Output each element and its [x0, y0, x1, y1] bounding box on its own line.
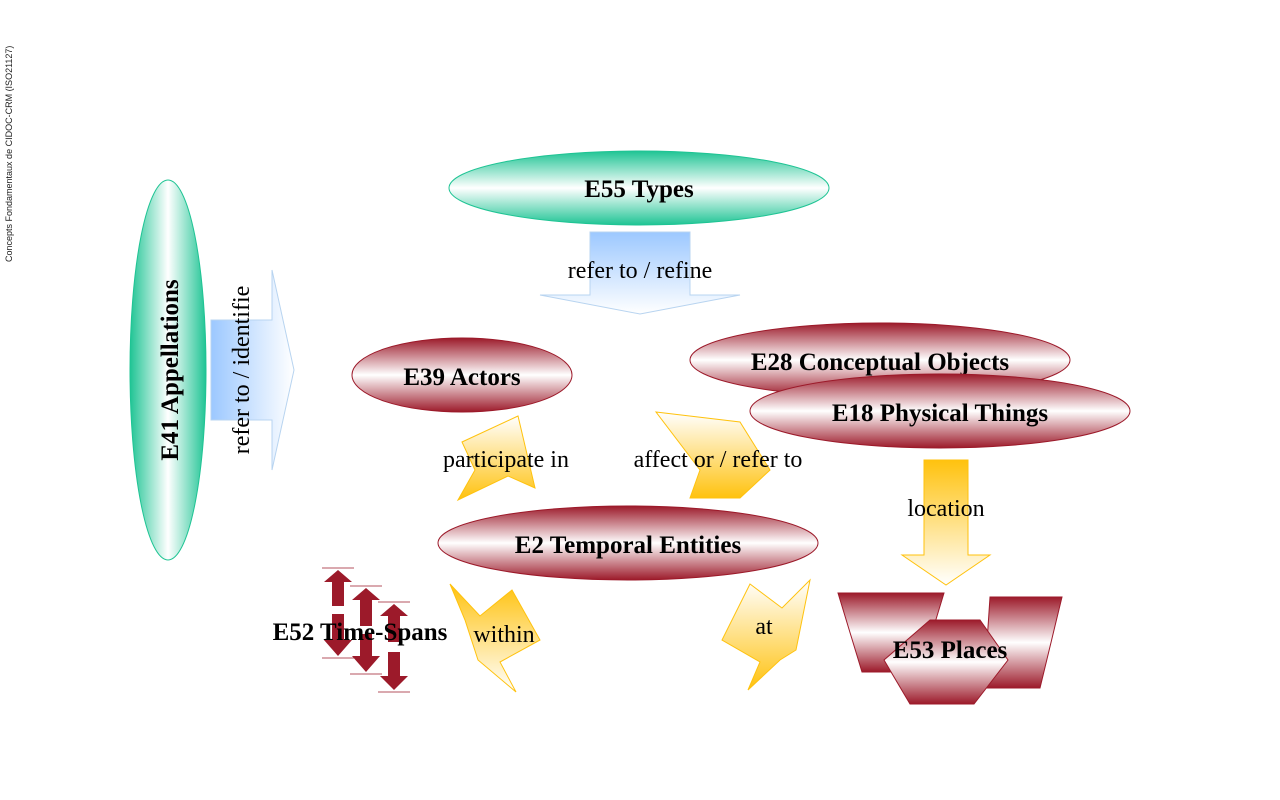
node-temporal-entities-shape — [437, 505, 819, 581]
node-actors-shape — [351, 337, 573, 413]
time-span-arrow-2 — [324, 614, 352, 656]
participate-arrow — [456, 415, 536, 502]
node-conceptual-objects-label: E28 Conceptual Objects — [751, 349, 1010, 376]
location-arrow — [900, 459, 992, 586]
node-types-label: E55 Types — [584, 176, 694, 203]
node-actors-label: E39 Actors — [403, 364, 521, 391]
affect-label: affect or / refer to — [634, 447, 803, 473]
time-spans-icon — [322, 567, 410, 693]
location-label: location — [907, 496, 984, 522]
place-shape-3 — [883, 619, 1009, 705]
refer-identify-label: refer to / identifie — [229, 286, 255, 455]
participate-label: participate in — [443, 447, 569, 473]
node-types-shape — [448, 150, 830, 226]
at-label: at — [755, 614, 773, 640]
node-time-spans-label: E52 Time-Spans — [273, 619, 448, 646]
time-span-arrow-5 — [380, 604, 408, 642]
node-temporal-entities-label: E2 Temporal Entities — [515, 532, 742, 559]
time-span-arrow-1 — [324, 570, 352, 606]
node-appellations-label: E41 Appellations — [157, 279, 184, 461]
within-label: within — [473, 622, 534, 648]
places-icon — [837, 592, 1063, 705]
time-span-arrow-6 — [380, 652, 408, 690]
time-span-arrow-4 — [352, 634, 380, 672]
within-arrow — [449, 583, 541, 693]
time-span-arrow-3 — [352, 588, 380, 626]
refer-identify-arrow — [210, 269, 295, 471]
refer-refine-arrow — [539, 231, 741, 315]
node-physical-things-label: E18 Physical Things — [832, 400, 1049, 427]
at-arrow — [721, 578, 811, 691]
refer-refine-label: refer to / refine — [568, 258, 713, 284]
affect-arrow — [654, 411, 771, 499]
node-physical-things-shape — [749, 373, 1131, 449]
node-appellations-shape — [129, 179, 207, 561]
node-places-label: E53 Places — [893, 637, 1008, 664]
